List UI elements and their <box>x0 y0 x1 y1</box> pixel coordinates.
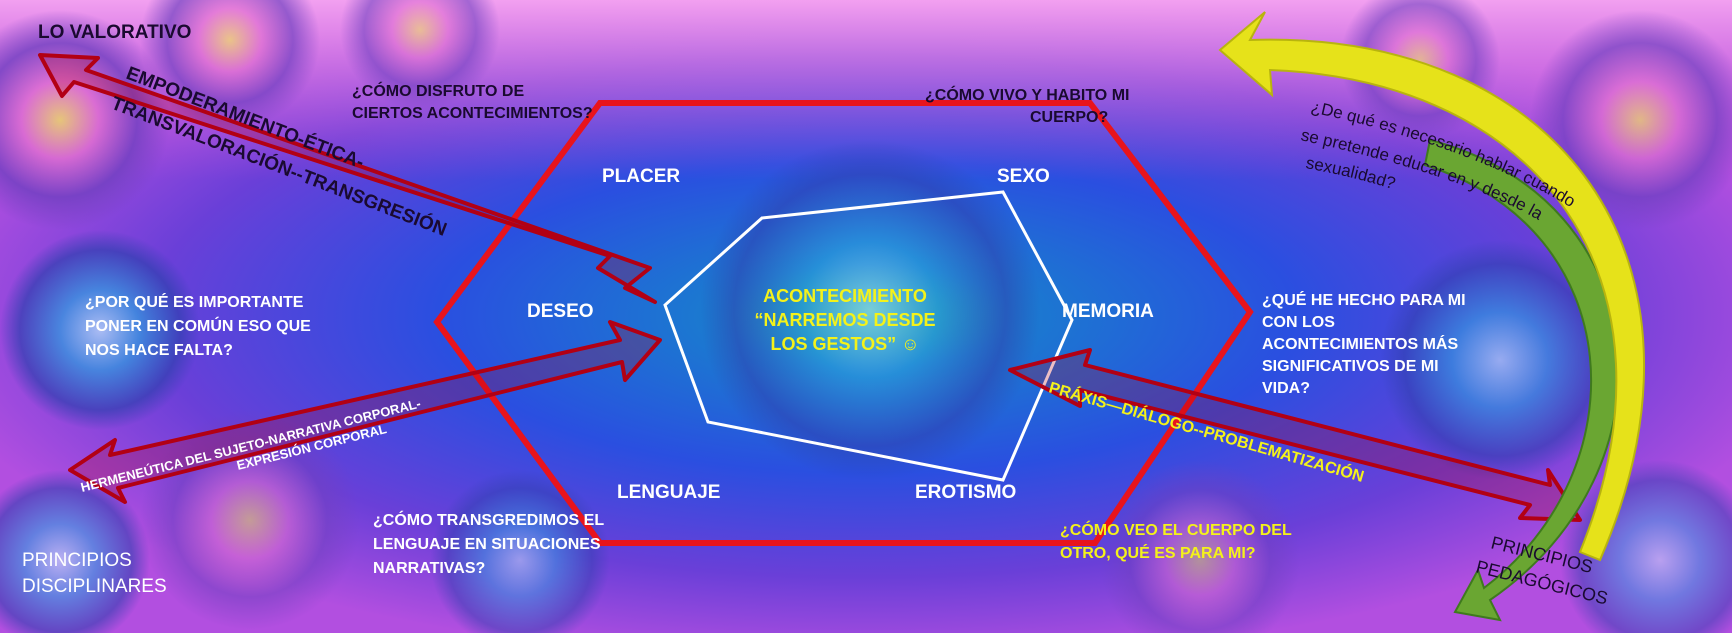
center-line-1: ACONTECIMIENTO <box>763 286 927 306</box>
label-principios-disciplinares-2: DISCIPLINARES <box>22 576 167 597</box>
node-placer: PLACER <box>602 166 680 187</box>
center-line-2: “NARREMOS DESDE <box>754 310 935 330</box>
question-memoria-line-4: SIGNIFICATIVOS DE MI <box>1262 358 1439 375</box>
question-deseo-line-1: ¿POR QUÉ ES IMPORTANTE <box>85 292 304 311</box>
question-memoria-line-1: ¿QUÉ HE HECHO PARA MI <box>1262 290 1466 309</box>
question-memoria-line-5: VIDA? <box>1262 380 1310 397</box>
node-erotismo: EROTISMO <box>915 482 1016 503</box>
node-deseo: DESEO <box>527 301 594 322</box>
label-principios-disciplinares-1: PRINCIPIOS <box>22 550 132 571</box>
question-memoria-line-3: ACONTECIMIENTOS MÁS <box>1262 334 1458 353</box>
question-lenguaje-line-1: ¿CÓMO TRANSGREDIMOS EL <box>373 510 604 529</box>
question-placer-line-2: CIERTOS ACONTECIMIENTOS? <box>352 105 593 122</box>
center-text: ACONTECIMIENTO “NARREMOS DESDE LOS GESTO… <box>754 286 935 354</box>
label-lo-valorativo: LO VALORATIVO <box>38 22 191 43</box>
question-deseo-line-3: NOS HACE FALTA? <box>85 342 233 359</box>
node-lenguaje: LENGUAJE <box>617 482 720 503</box>
question-deseo-line-2: PONER EN COMÚN ESO QUE <box>85 316 311 335</box>
question-sexo-line-2: CUERPO? <box>1030 109 1108 126</box>
question-lenguaje-line-3: NARRATIVAS? <box>373 560 485 577</box>
question-sexo-line-1: ¿CÓMO VIVO Y HABITO MI <box>925 85 1129 104</box>
question-memoria-line-2: CON LOS <box>1262 314 1335 331</box>
question-erotismo-line-1: ¿CÓMO VEO EL CUERPO DEL <box>1060 520 1292 539</box>
question-lenguaje-line-2: LENGUAJE EN SITUACIONES <box>373 536 601 553</box>
question-placer-line-1: ¿CÓMO DISFRUTO DE <box>352 81 524 100</box>
question-erotismo-line-2: OTRO, QUÉ ES PARA MI? <box>1060 543 1256 562</box>
node-memoria: MEMORIA <box>1062 301 1154 322</box>
center-line-3: LOS GESTOS” ☺ <box>770 334 919 354</box>
node-sexo: SEXO <box>997 166 1050 187</box>
